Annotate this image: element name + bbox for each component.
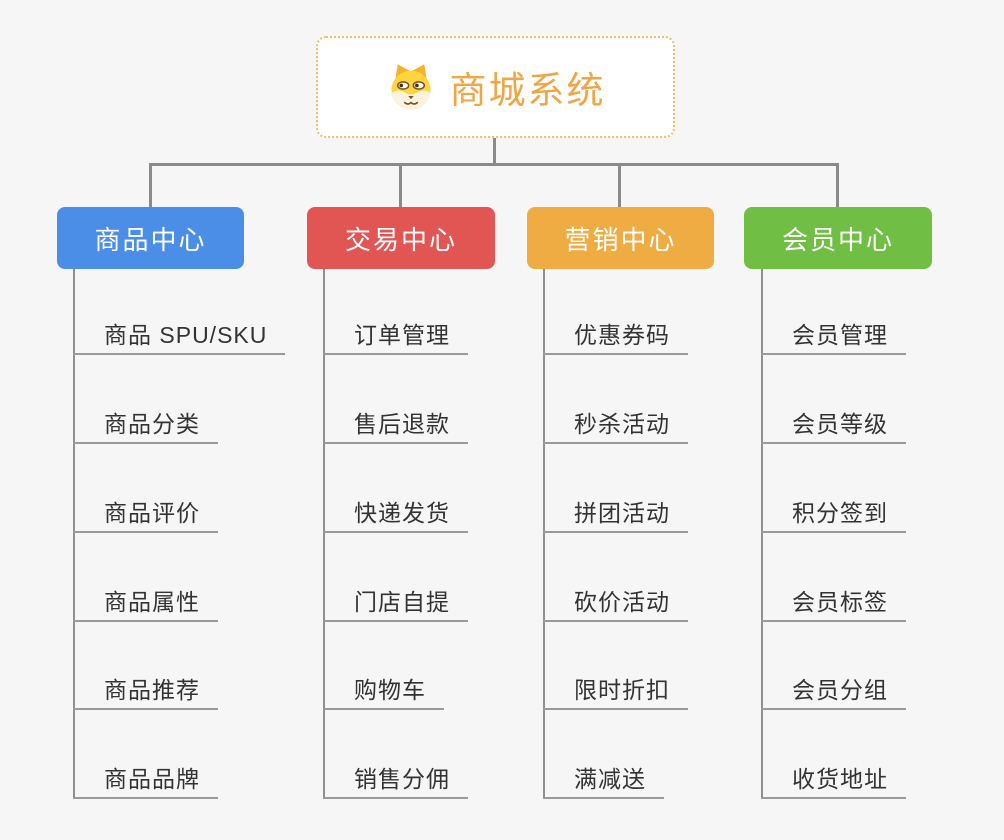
child-topic[interactable]: 拼团活动 xyxy=(543,493,688,533)
branch-topic-product-center[interactable]: 商品中心 xyxy=(57,207,244,269)
child-topic[interactable]: 满减送 xyxy=(543,759,664,799)
root-topic[interactable]: 商城系统 xyxy=(316,36,675,138)
child-topic[interactable]: 秒杀活动 xyxy=(543,404,688,444)
connector-children-line xyxy=(543,269,545,799)
child-topic[interactable]: 商品分类 xyxy=(73,404,218,444)
root-topic-title: 商城系统 xyxy=(449,70,606,111)
child-topic[interactable]: 收货地址 xyxy=(761,759,906,799)
child-topic[interactable]: 砍价活动 xyxy=(543,582,688,622)
child-topic[interactable]: 会员等级 xyxy=(761,404,906,444)
connector-children-line xyxy=(323,269,325,799)
connector-horizontal-bus xyxy=(149,163,839,166)
child-topic[interactable]: 会员管理 xyxy=(761,315,906,355)
connector-children-line xyxy=(761,269,763,799)
child-topic[interactable]: 快递发货 xyxy=(323,493,468,533)
connector-children-line xyxy=(73,269,75,799)
connector-root-drop xyxy=(493,138,496,165)
child-topic[interactable]: 优惠券码 xyxy=(543,315,688,355)
child-topic[interactable]: 商品品牌 xyxy=(73,759,218,799)
child-topic[interactable]: 门店自提 xyxy=(323,582,468,622)
branch-topic-trade-center[interactable]: 交易中心 xyxy=(307,207,495,269)
connector-branch-drop xyxy=(618,163,621,207)
connector-branch-drop xyxy=(399,163,402,207)
child-topic[interactable]: 购物车 xyxy=(323,670,444,710)
branch-topic-member-center[interactable]: 会员中心 xyxy=(744,207,932,269)
branch-topic-marketing-center[interactable]: 营销中心 xyxy=(527,207,714,269)
child-topic[interactable]: 会员标签 xyxy=(761,582,906,622)
connector-branch-drop xyxy=(836,163,839,207)
dog-face-icon xyxy=(386,61,436,113)
child-topic[interactable]: 商品评价 xyxy=(73,493,218,533)
child-topic[interactable]: 会员分组 xyxy=(761,670,906,710)
child-topic[interactable]: 积分签到 xyxy=(761,493,906,533)
connector-branch-drop xyxy=(149,163,152,207)
child-topic[interactable]: 商品推荐 xyxy=(73,670,218,710)
child-topic[interactable]: 销售分佣 xyxy=(323,759,468,799)
child-topic[interactable]: 商品属性 xyxy=(73,582,218,622)
child-topic[interactable]: 商品 SPU/SKU xyxy=(73,315,286,355)
child-topic[interactable]: 售后退款 xyxy=(323,404,468,444)
child-topic[interactable]: 订单管理 xyxy=(323,315,468,355)
child-topic[interactable]: 限时折扣 xyxy=(543,670,688,710)
